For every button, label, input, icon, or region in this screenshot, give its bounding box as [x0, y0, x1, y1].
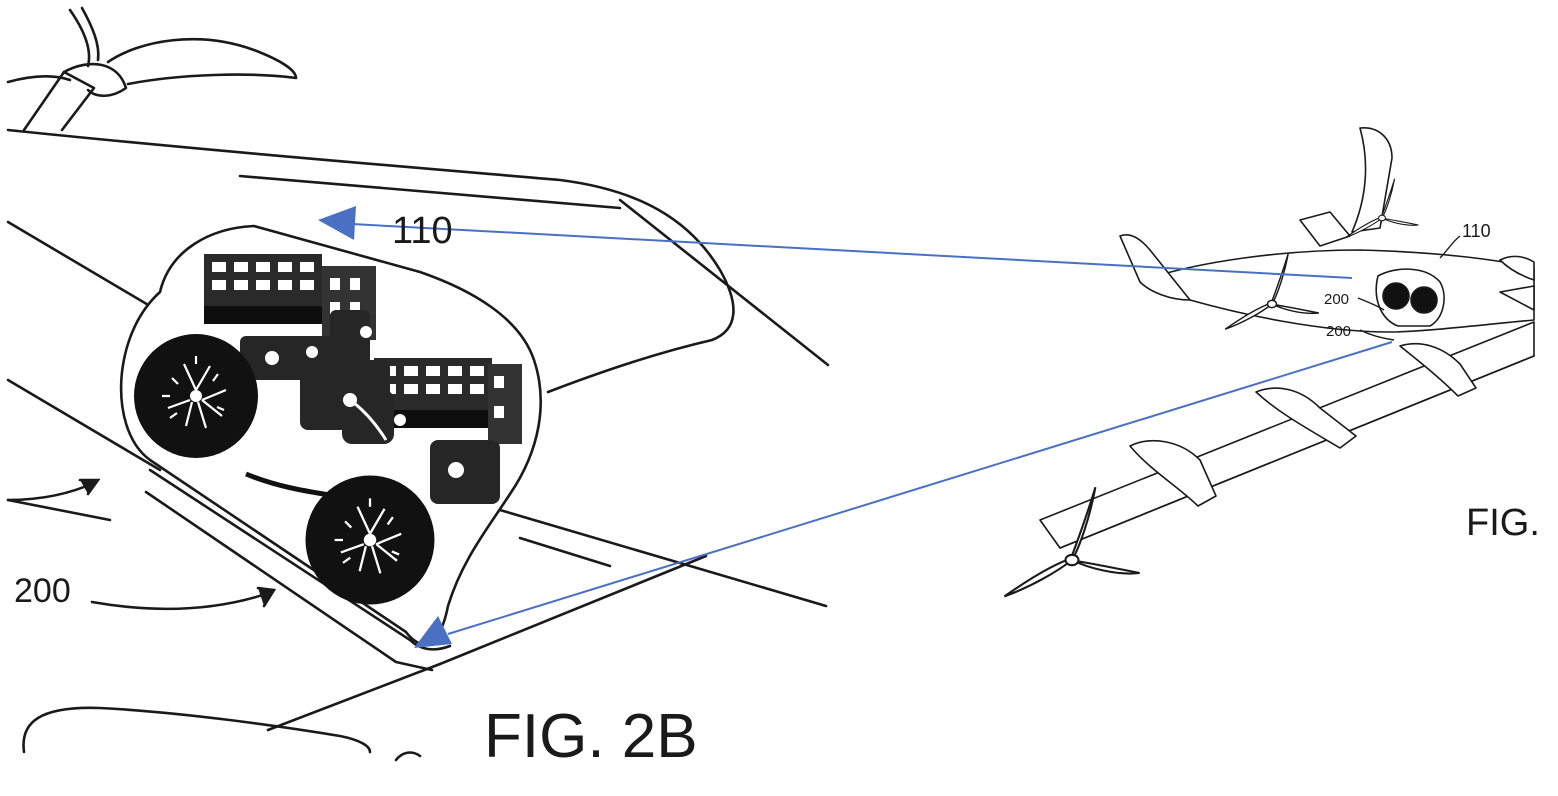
battery-modules [204, 254, 522, 504]
fan-unit-upper [132, 332, 260, 460]
overview-label-200-b: 200 [1326, 323, 1352, 340]
fig2b-leaders [6, 478, 277, 611]
aircraft-leaders [1357, 235, 1461, 341]
fig2b-caption: FIG. 2B [484, 702, 698, 771]
overview-caption: FIG. [1466, 502, 1540, 544]
fig2b-label-110: 110 [392, 210, 453, 252]
aircraft-overview [1039, 127, 1535, 549]
pointer-arrows [318, 206, 1393, 648]
overview-label-110: 110 [1462, 221, 1491, 241]
fan-unit-lower [304, 474, 436, 606]
fig2b-artwork [6, 6, 830, 762]
overview-label-200-a: 200 [1324, 291, 1350, 308]
fig2b-label-200: 200 [14, 572, 71, 610]
